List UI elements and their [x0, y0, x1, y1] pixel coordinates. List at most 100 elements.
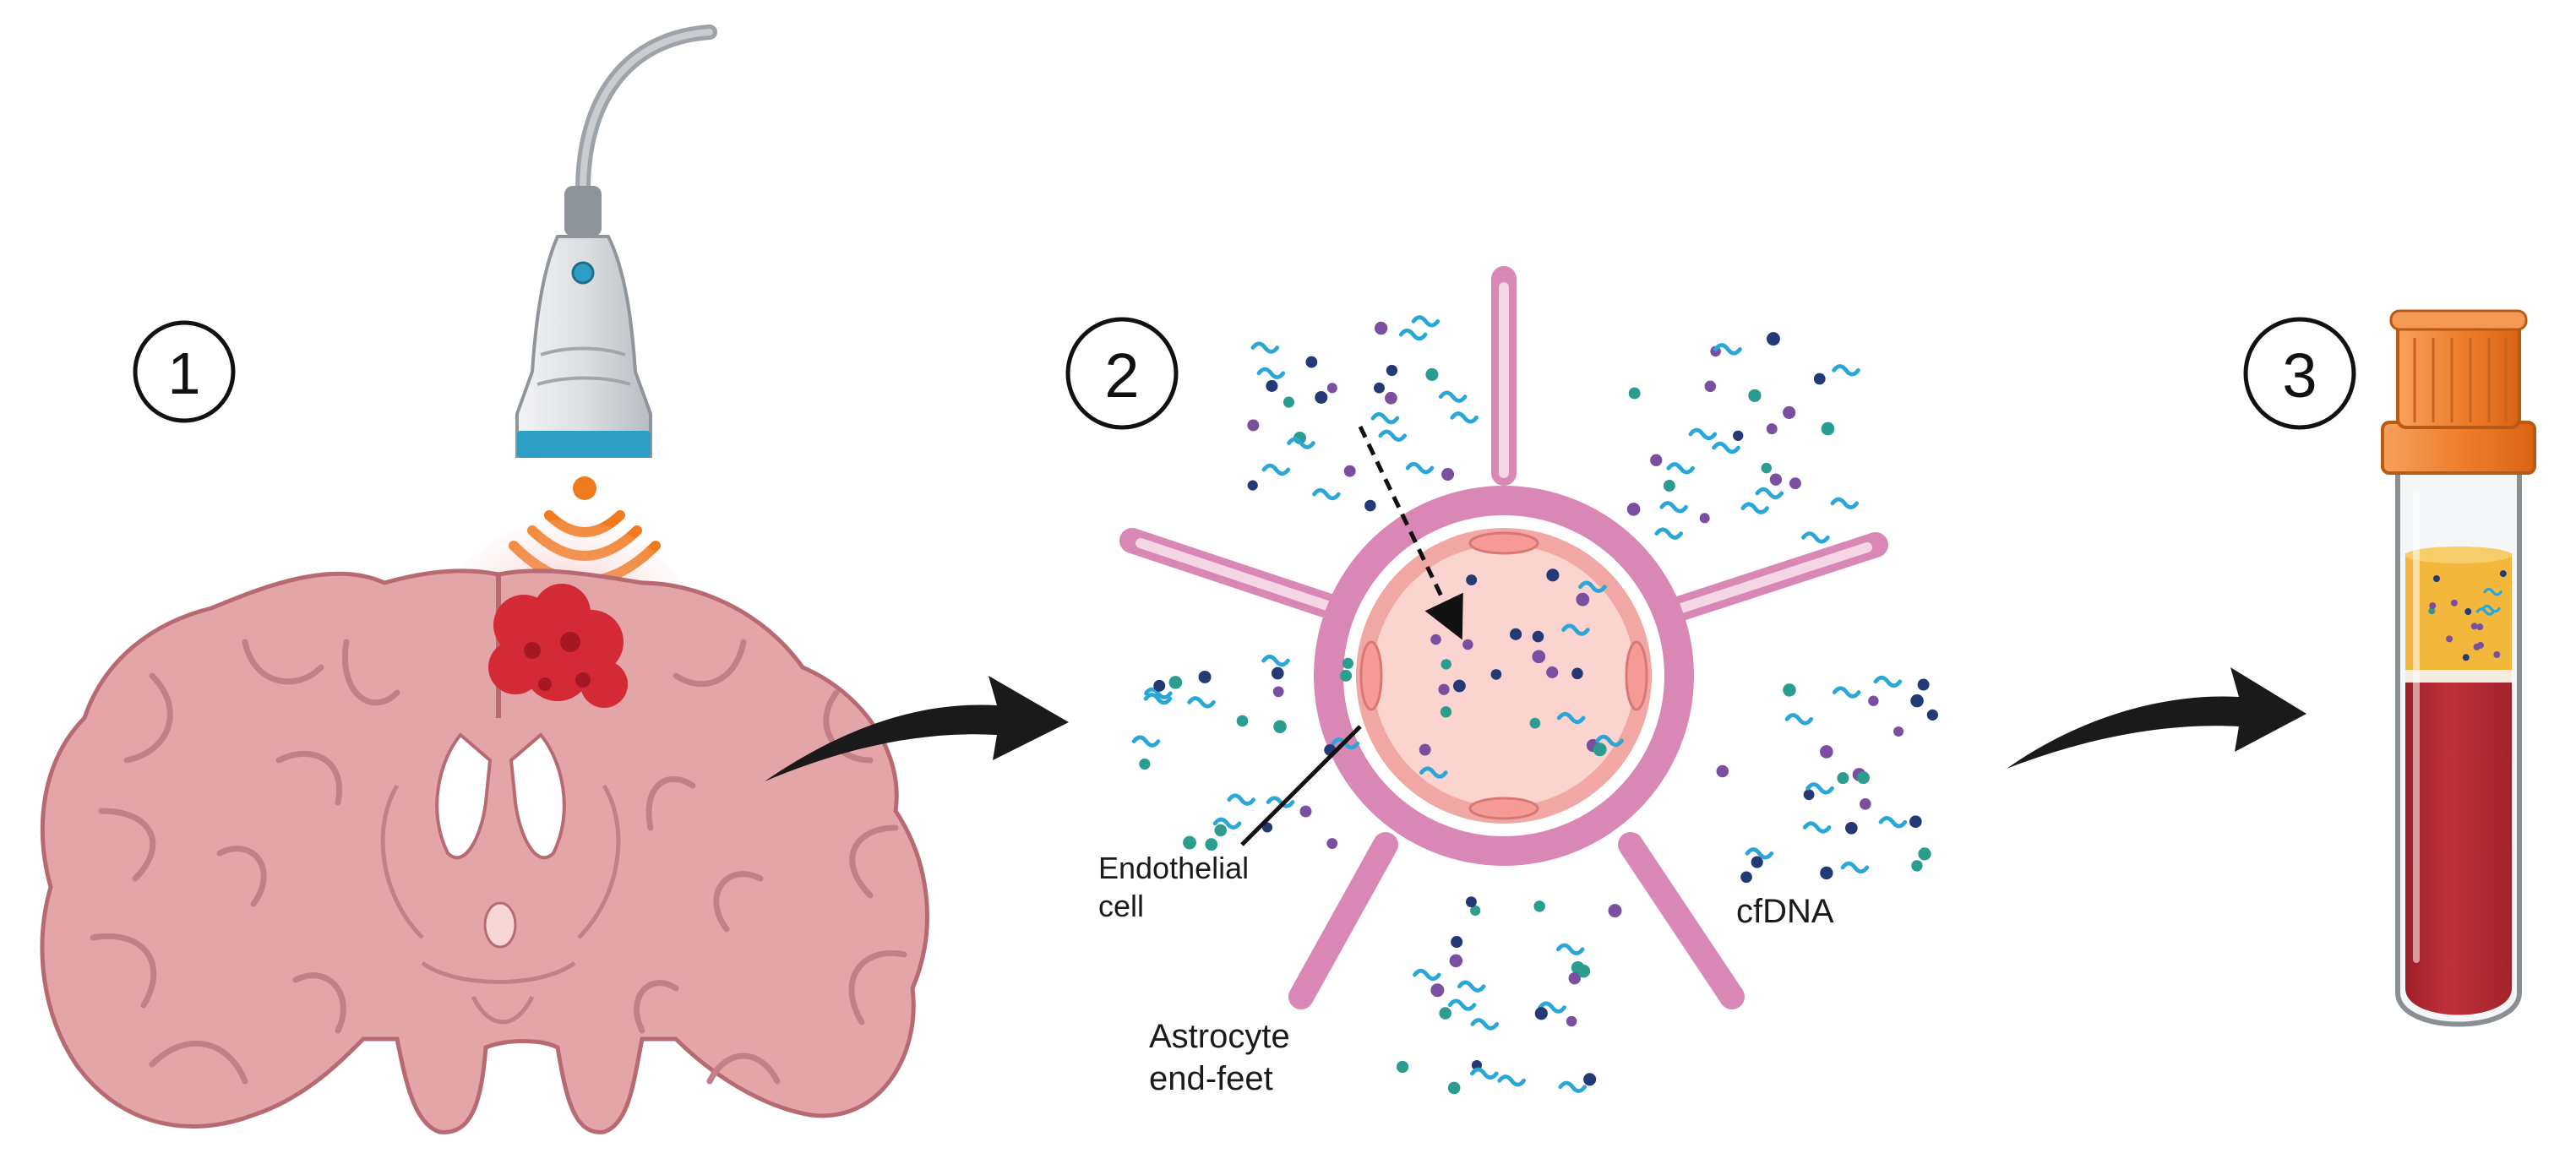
cfdna-fragment-dot	[1326, 838, 1338, 849]
cfdna-fragment-dot	[1918, 847, 1931, 861]
cfdna-strand	[1187, 696, 1216, 709]
cfdna-fragment-dot	[1837, 772, 1849, 785]
cfdna-fragment-dot	[1917, 678, 1930, 691]
cfdna-strand	[1256, 367, 1286, 379]
cfdna-fragment-dot	[2476, 623, 2484, 631]
cfdna-strand	[1438, 390, 1468, 403]
cfdna-fragment-dot	[1568, 971, 1581, 985]
cfdna-fragment-dot	[1374, 321, 1388, 335]
cfdna-strand	[2483, 587, 2502, 596]
step-1-badge: 1	[133, 320, 236, 423]
cfdna-fragment-dot	[1704, 380, 1717, 393]
cfdna-fragment-dot	[2476, 641, 2484, 649]
cfdna-fragment-dot	[1608, 904, 1622, 918]
cfdna-fragment-dot	[1748, 389, 1762, 402]
step-2-badge: 2	[1065, 317, 1179, 430]
step-1-number: 1	[168, 340, 201, 406]
cfdna-fragment-dot	[1534, 1007, 1548, 1020]
cfdna-fragment-dot	[1396, 1060, 1409, 1074]
endothelial-cell-label: Endothelial cell	[1098, 725, 1362, 923]
cfdna-fragment-dot	[1532, 650, 1546, 664]
curved-arrow-icon	[765, 676, 1069, 781]
cfdna-fragment-dot	[1813, 373, 1826, 385]
cfdna-strand	[1755, 487, 1784, 500]
cfdna-strand	[1261, 654, 1290, 667]
cfdna-fragment-dot	[1449, 954, 1463, 968]
cfdna-strand	[1413, 968, 1441, 982]
step-3-number: 3	[2282, 340, 2317, 411]
cfdna-fragment-dot	[1326, 383, 1337, 394]
cfdna-fragment-dot	[1533, 900, 1545, 912]
cfdna-strand	[1666, 462, 1696, 475]
cfdna-fragment-dot	[1663, 480, 1675, 492]
cfdna-fragment-dot	[1168, 676, 1183, 689]
cfdna-fragment-dot	[2493, 651, 2501, 659]
cfdna-fragment-dot	[1821, 422, 1835, 436]
cfdna-strand	[1878, 816, 1908, 829]
cfdna-fragment-dot	[1593, 743, 1607, 757]
cfdna-strand	[1250, 341, 1280, 354]
cfdna-fragment-dot	[1364, 499, 1376, 512]
cfdna-strand	[1556, 711, 1586, 725]
cfdna-fragment-dot	[1419, 743, 1431, 756]
cfdna-strand	[1411, 315, 1440, 328]
cfdna-fragment-dot	[1571, 667, 1583, 680]
cfdna-fragment-dot	[2432, 575, 2440, 583]
cfdna-fragment-dot	[1783, 683, 1796, 697]
cfdna-fragment-dot	[1343, 465, 1356, 477]
blood-vessel-cross-section-icon	[1119, 266, 1888, 1009]
cfdna-strand	[1801, 531, 1830, 544]
cfdna-strand	[1378, 429, 1408, 442]
endothelial-label-line1: Endothelial	[1098, 851, 1249, 885]
cfdna-fragment-dot	[2446, 635, 2453, 643]
cfdna-fragment-dot	[1342, 657, 1353, 669]
endothelial-label-line2: cell	[1098, 889, 1144, 923]
cfdna-strand	[1144, 687, 1173, 699]
cfdna-strand	[1398, 328, 1428, 341]
cfdna-fragment-dot	[1340, 669, 1353, 682]
cfdna-strand	[1143, 693, 1173, 705]
cfdna-entry-arrow	[1358, 425, 1463, 640]
cfdna-fragment-dot	[1430, 634, 1441, 645]
cfdna-fragment-dot	[2470, 623, 2478, 630]
cfdna-fragment-dot	[1532, 630, 1544, 643]
cfdna-strand	[1450, 411, 1479, 424]
cfdna-strand	[1561, 623, 1590, 636]
cfdna-fragment-dot	[1566, 1015, 1577, 1027]
cfdna-fragment-dot	[1273, 720, 1287, 733]
cfdna-fragment-dot	[1909, 815, 1922, 829]
cfdna-strand	[1740, 502, 1769, 514]
cfdna-fragment-dot	[1577, 964, 1591, 978]
brain-coronal-section-icon	[40, 568, 929, 1134]
cfdna-fragment-dot	[1733, 430, 1744, 441]
cfdna-strand	[1470, 1067, 1499, 1080]
cfdna-fragment-dot	[1766, 332, 1780, 346]
cfdna-fragment-dot	[1716, 764, 1729, 778]
cfdna-strand	[2475, 607, 2496, 616]
cfdna-particles	[1131, 315, 1939, 1095]
astrocyte-label-line2: end-feet	[1149, 1060, 1273, 1097]
step-3-badge: 3	[2243, 317, 2356, 430]
cfdna-fragment-dot	[1198, 670, 1212, 683]
blood-collection-tube-icon	[2381, 309, 2536, 1027]
cfdna-strand	[1659, 501, 1688, 514]
cfdna-fragment-dot	[1766, 423, 1778, 435]
cfdna-fragment-dot	[1305, 356, 1318, 368]
cfdna-strand	[1802, 821, 1832, 834]
cfdna-fragment-dot	[1236, 715, 1249, 727]
cfdna-strand	[1558, 1080, 1588, 1093]
cfdna-fragment-dot	[1153, 679, 1166, 692]
cfdna-fragment-dot	[1576, 592, 1590, 607]
cfdna-strand	[1261, 463, 1291, 476]
cfdna-fragment-dot	[2450, 599, 2458, 607]
cfdna-strand	[1287, 437, 1315, 449]
cfdna-strand	[1538, 1001, 1567, 1014]
cfdna-fragment-dot	[1911, 860, 1923, 872]
cfdna-fragment-dot	[1373, 382, 1385, 394]
cfdna-strand	[1419, 766, 1448, 779]
cfdna-fragment-dot	[1266, 379, 1278, 392]
cfdna-fragment-dot	[1386, 364, 1398, 377]
cfdna-strand	[1805, 782, 1834, 795]
cfdna-strand	[1457, 980, 1486, 993]
